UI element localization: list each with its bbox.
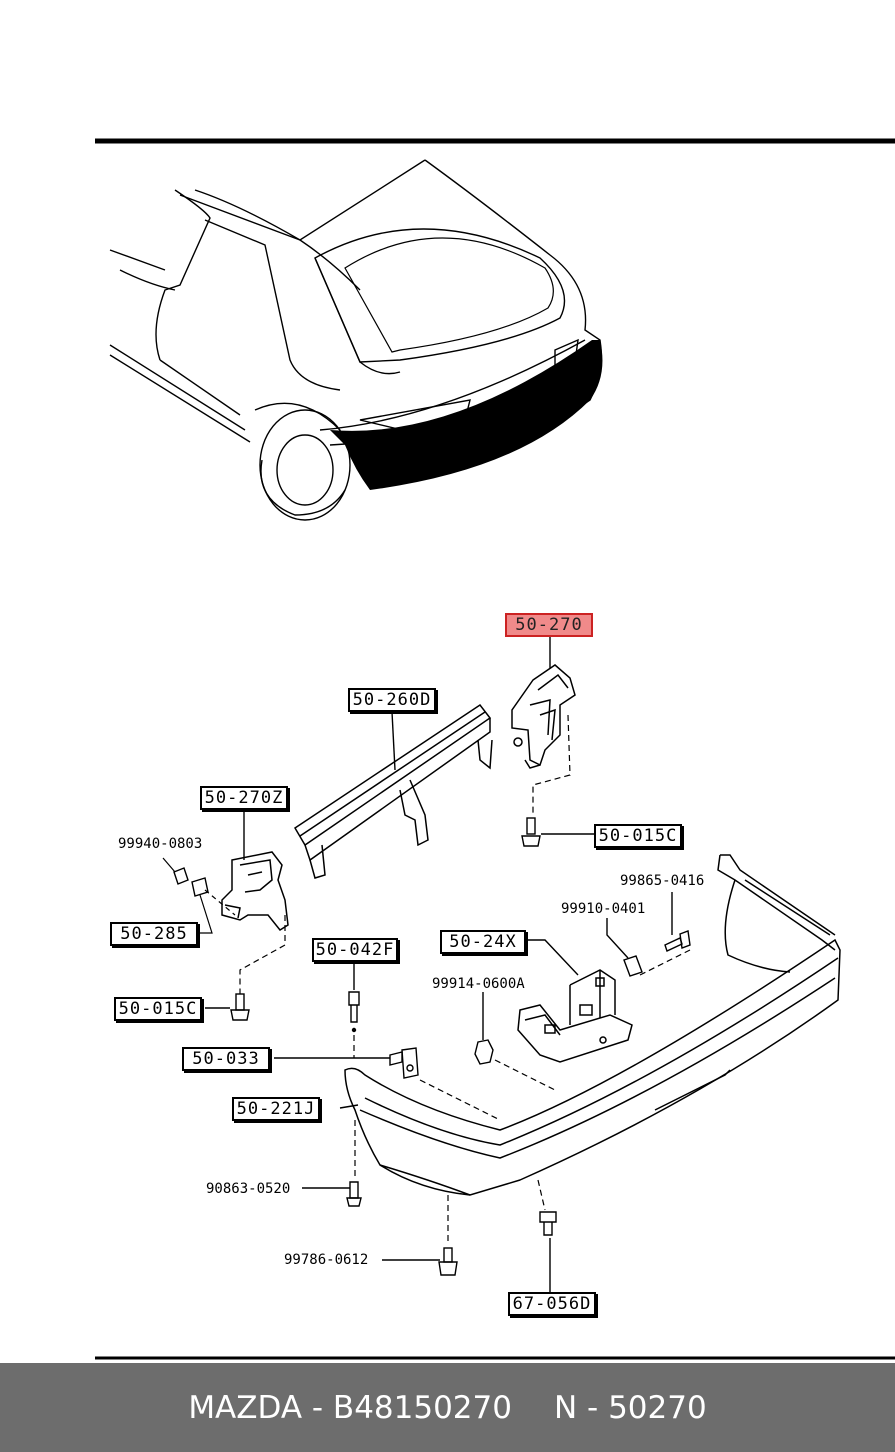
car-rear-illustration xyxy=(109,159,602,521)
part-number-90863-0520: 90863-0520 xyxy=(206,1181,291,1197)
part-number-99914-0600a: 99914-0600A xyxy=(432,976,525,992)
nut-icon xyxy=(474,1039,494,1065)
part-number-99865-0416: 99865-0416 xyxy=(620,873,705,889)
callout-50-270z[interactable]: 50-270Z xyxy=(200,786,288,810)
part-number-99910-0401: 99910-0401 xyxy=(561,901,646,917)
clip-icon xyxy=(173,867,209,897)
bracket-center xyxy=(517,969,633,1063)
callout-50-285[interactable]: 50-285 xyxy=(110,922,198,946)
footer-bar: MAZDA - B48150270 N - 50270 xyxy=(0,1363,895,1452)
bumper-highlight xyxy=(330,340,603,490)
callout-50-015c-left[interactable]: 50-015C xyxy=(114,997,202,1021)
callout-50-260d[interactable]: 50-260D xyxy=(348,688,436,712)
rivet-icon xyxy=(539,1211,557,1236)
callout-50-24x[interactable]: 50-24X xyxy=(440,930,526,954)
bolt-icon xyxy=(438,1247,458,1276)
callout-50-221j[interactable]: 50-221J xyxy=(232,1097,320,1121)
callout-50-015c-right[interactable]: 50-015C xyxy=(594,824,682,848)
callout-50-033[interactable]: 50-033 xyxy=(182,1047,270,1071)
screw-icon xyxy=(346,1181,362,1207)
callout-67-056d[interactable]: 67-056D xyxy=(508,1292,596,1316)
bolt-icon xyxy=(521,817,541,847)
retainer-icon xyxy=(389,1047,419,1079)
part-number-99940-0803: 99940-0803 xyxy=(118,836,203,852)
bolt-icon xyxy=(664,930,691,952)
bracket-left xyxy=(221,851,289,931)
part-number-99786-0612: 99786-0612 xyxy=(284,1252,369,1268)
footer-catalog-code: N - 50270 xyxy=(553,1389,707,1426)
footer-part-number: MAZDA - B48150270 xyxy=(188,1389,512,1426)
screw-icon xyxy=(348,991,360,1033)
bumper-cover xyxy=(344,854,841,1196)
callout-50-042f[interactable]: 50-042F xyxy=(312,938,398,962)
callout-50-270[interactable]: 50-270 xyxy=(505,613,593,637)
bracket-right-upper xyxy=(511,664,576,769)
clip-icon xyxy=(623,955,643,977)
reinforcement-bar xyxy=(293,703,493,879)
bolt-icon xyxy=(230,993,250,1021)
